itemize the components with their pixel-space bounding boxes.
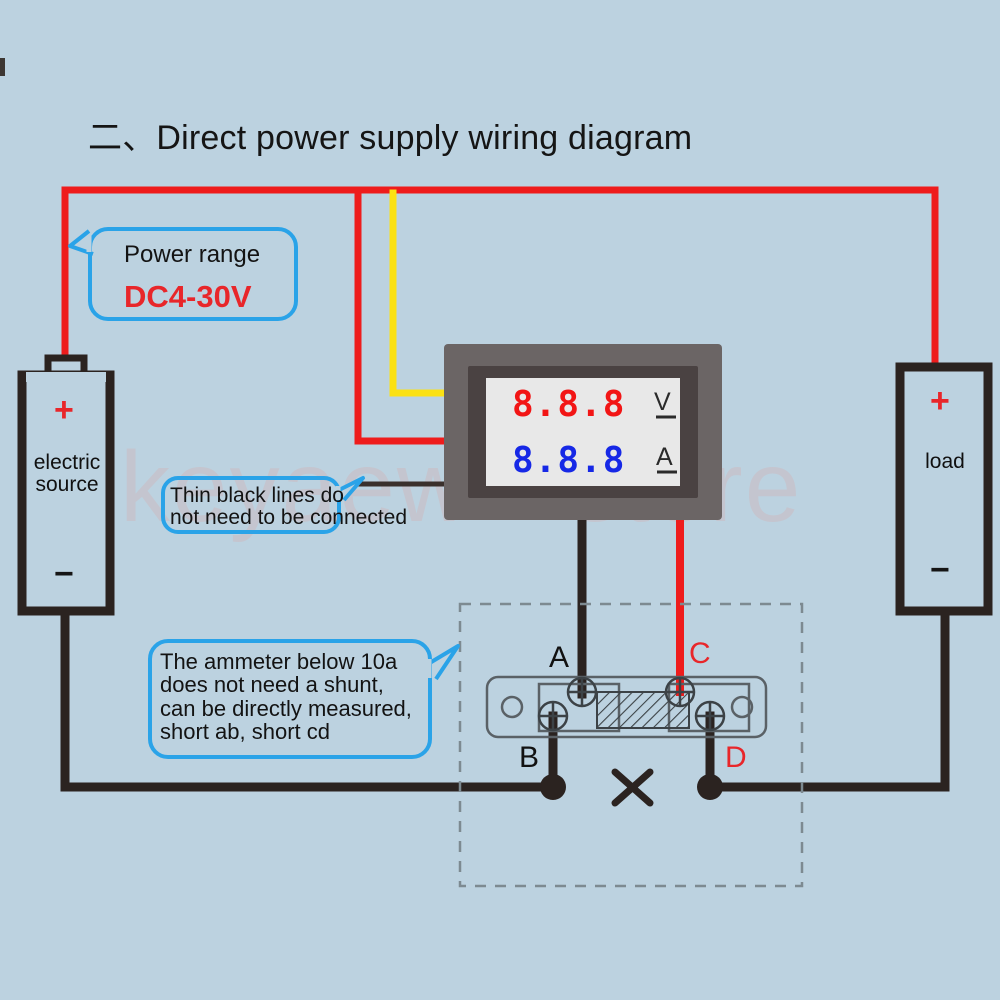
load-name-label: load [925,450,965,473]
meter-current-digits: 8.8.8 [512,440,626,481]
edge-artifact [0,58,5,76]
shunt-resistor [485,675,768,739]
meter-current-unit: A [656,443,673,471]
black-load-to-nodeD [705,605,950,792]
source-name-label: electric source [33,451,101,497]
callout-ammeter-bubble [148,639,460,759]
terminal-label-a: A [549,641,570,674]
load-body [895,362,993,616]
terminal-label-b: B [519,741,540,774]
callout-power-range-bubble [68,227,298,321]
meter-voltage-unit: V [654,388,671,416]
meter-voltage-digits: 8.8.8 [512,384,626,425]
source-body [17,370,115,616]
digital-meter [444,344,722,520]
terminal-label-c: C [689,637,711,670]
source-nub-gap [26,372,106,382]
thin-lines-note: Thin black lines do not need to be conne… [170,484,408,530]
yellow-to-meter-supply [389,189,450,397]
shunt-outer-body [485,675,768,739]
ammeter-box [148,639,432,759]
junction-dot-b [540,774,566,800]
yellow-wire [389,189,450,397]
source-minus-label: − [54,555,74,593]
shunt-element-hatched [596,691,690,729]
ammeter-note: The ammeter below 10a does not need a sh… [160,649,412,744]
electric-source-symbol [17,354,115,616]
power-range-value: DC4-30V [124,279,252,314]
no-connection-cross [611,768,654,807]
shunt-hole-left [500,695,524,719]
callout-thin-lines-bubble [161,476,365,534]
power-range-heading: Power range [124,241,261,268]
power-range-box [88,227,298,321]
shunt-hole-right [730,695,754,719]
shunt-dashed-region [458,602,804,888]
junction-dot-d [697,774,723,800]
terminal-label-d: D [725,741,747,774]
load-plus-label: + [930,382,950,420]
red-wire-network [61,186,939,445]
meter-lcd-panel [486,378,680,486]
load-minus-label: − [930,551,950,589]
source-plus-label: + [54,391,74,429]
ammeter-tail [426,644,460,681]
page-title: 二、Direct power supply wiring diagram [88,119,693,157]
thin-lines-box [161,476,341,534]
thin-lines-tail [336,476,365,502]
load-symbol [895,362,993,616]
red-to-meter-vin [354,186,450,445]
black-source-to-nodeB [60,605,558,792]
